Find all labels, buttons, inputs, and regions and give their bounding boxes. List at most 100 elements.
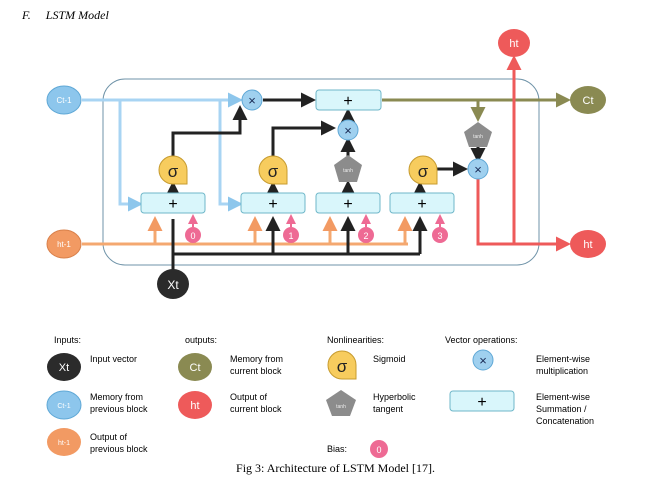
legend-bias-title: Bias: (327, 444, 347, 454)
legend-sum: + Element-wise Summation / Concatenation (449, 390, 594, 426)
sigma-symbol: σ (268, 162, 279, 181)
figure-caption: Fig 3: Architecture of LSTM Model [17]. (236, 461, 435, 475)
legend-sigmoid-text: Sigmoid (373, 354, 406, 364)
legend-outputs-title: outputs: (185, 335, 217, 345)
sigmoid-gate-input: σ (258, 155, 288, 185)
legend-c-t-label: Ct (190, 362, 201, 374)
tanh-candidate: tanh (334, 155, 362, 182)
legend-mult: × Element-wise multiplication (472, 349, 590, 376)
h-t-top-label: ht (509, 38, 518, 50)
legend-sigma-symbol: σ (337, 357, 348, 376)
input-lines (165, 92, 486, 270)
legend-memory-cur: Ct Memory from current block (178, 353, 283, 381)
plus-symbol: + (343, 93, 352, 110)
mult-forget: × (241, 89, 263, 111)
legend-bias: Bias: 0 (327, 440, 388, 458)
c-prev-label: Ct-1 (56, 96, 72, 105)
legend-c-prev-label: Ct-1 (57, 403, 70, 410)
node-x-t: Xt (157, 269, 189, 299)
legend-h-t-label: ht (190, 400, 199, 412)
section-number: F. (22, 8, 31, 22)
legend-input-vector: Xt Input vector (47, 353, 137, 381)
plus-symbol: + (168, 196, 177, 213)
hidden-output-lines (476, 55, 571, 252)
bias-arrows (188, 214, 445, 227)
section-title: LSTM Model (45, 8, 109, 22)
legend-vector-ops-title: Vector operations: (445, 335, 518, 345)
x-t-label: Xt (167, 278, 179, 292)
legend-output-prev-1: Output of (90, 432, 128, 442)
mult-input: × (337, 119, 359, 141)
legend-tanh-1: Hyperbolic (373, 392, 416, 402)
sigma-symbol: σ (418, 162, 429, 181)
plus-symbol: + (343, 196, 352, 213)
legend-memory-cur-2: current block (230, 366, 282, 376)
legend-input-vector-text: Input vector (90, 354, 137, 364)
legend-plus-symbol: + (477, 394, 486, 411)
node-h-t-top: ht (498, 29, 530, 57)
legend-memory-cur-1: Memory from (230, 354, 283, 364)
legend: Inputs: outputs: Nonlinearities: Vector … (46, 335, 594, 458)
legend-sum-3: Concatenation (536, 416, 594, 426)
times-symbol: × (344, 123, 352, 138)
bias-label: 3 (437, 231, 442, 241)
sigmoid-gate-output: σ (408, 155, 438, 185)
node-c-t: Ct (570, 86, 606, 114)
c-t-label: Ct (583, 95, 594, 107)
section-heading: F. LSTM Model (22, 8, 109, 23)
legend-tanh: tanh Hyperbolic tangent (326, 390, 416, 416)
bias-1: 1 (283, 227, 299, 243)
legend-x-t-label: Xt (59, 362, 69, 374)
legend-mult-1: Element-wise (536, 354, 590, 364)
bias-label: 1 (288, 231, 293, 241)
h-t-right-label: ht (583, 239, 592, 251)
legend-inputs-title: Inputs: (54, 335, 81, 345)
node-h-prev: ht-1 (46, 229, 82, 259)
legend-sum-2: Summation / (536, 404, 587, 414)
legend-memory-prev-2: previous block (90, 404, 148, 414)
sum-box-output: + (389, 192, 455, 214)
legend-bias-value: 0 (376, 445, 381, 455)
tanh-label: tanh (343, 168, 353, 174)
legend-times-symbol: × (479, 353, 487, 368)
bias-label: 2 (363, 231, 368, 241)
legend-tanh-label: tanh (336, 404, 346, 410)
bias-0: 0 (185, 227, 201, 243)
legend-mult-2: multiplication (536, 366, 588, 376)
lstm-cell-boundary (102, 78, 540, 266)
sum-box-forget: + (140, 192, 206, 214)
memory-lines (82, 92, 243, 212)
mult-output: × (467, 158, 489, 180)
legend-sum-1: Element-wise (536, 392, 590, 402)
legend-nonlinearities-title: Nonlinearities: (327, 335, 384, 345)
legend-output-cur-2: current block (230, 404, 282, 414)
times-symbol: × (474, 162, 482, 177)
cell-state-lines (382, 92, 571, 122)
bias-label: 0 (190, 231, 195, 241)
node-h-t-right: ht (570, 230, 606, 258)
legend-output-cur: ht Output of current block (178, 391, 282, 419)
legend-tanh-2: tangent (373, 404, 404, 414)
hidden-lines (82, 216, 413, 246)
node-c-prev: Ct-1 (46, 85, 82, 115)
legend-output-cur-1: Output of (230, 392, 268, 402)
h-prev-label: ht-1 (57, 240, 71, 249)
sum-box-input: + (240, 192, 306, 214)
tanh-output: tanh (464, 122, 492, 147)
legend-sigmoid: σ Sigmoid (327, 350, 406, 380)
plus-symbol: + (417, 196, 426, 213)
legend-h-prev-label: ht-1 (58, 440, 70, 447)
sigmoid-gate-forget: σ (158, 155, 188, 185)
legend-output-prev-2: previous block (90, 444, 148, 454)
legend-output-prev: ht-1 Output of previous block (47, 428, 148, 456)
times-symbol: × (248, 93, 256, 108)
sigma-symbol: σ (168, 162, 179, 181)
sum-box-candidate: + (315, 192, 381, 214)
bias-2: 2 (358, 227, 374, 243)
legend-memory-prev: Ct-1 Memory from previous block (46, 390, 148, 420)
plus-symbol: + (268, 196, 277, 213)
bias-3: 3 (432, 227, 448, 243)
sum-box-cell-update: + (315, 89, 382, 111)
tanh-label: tanh (473, 134, 483, 140)
